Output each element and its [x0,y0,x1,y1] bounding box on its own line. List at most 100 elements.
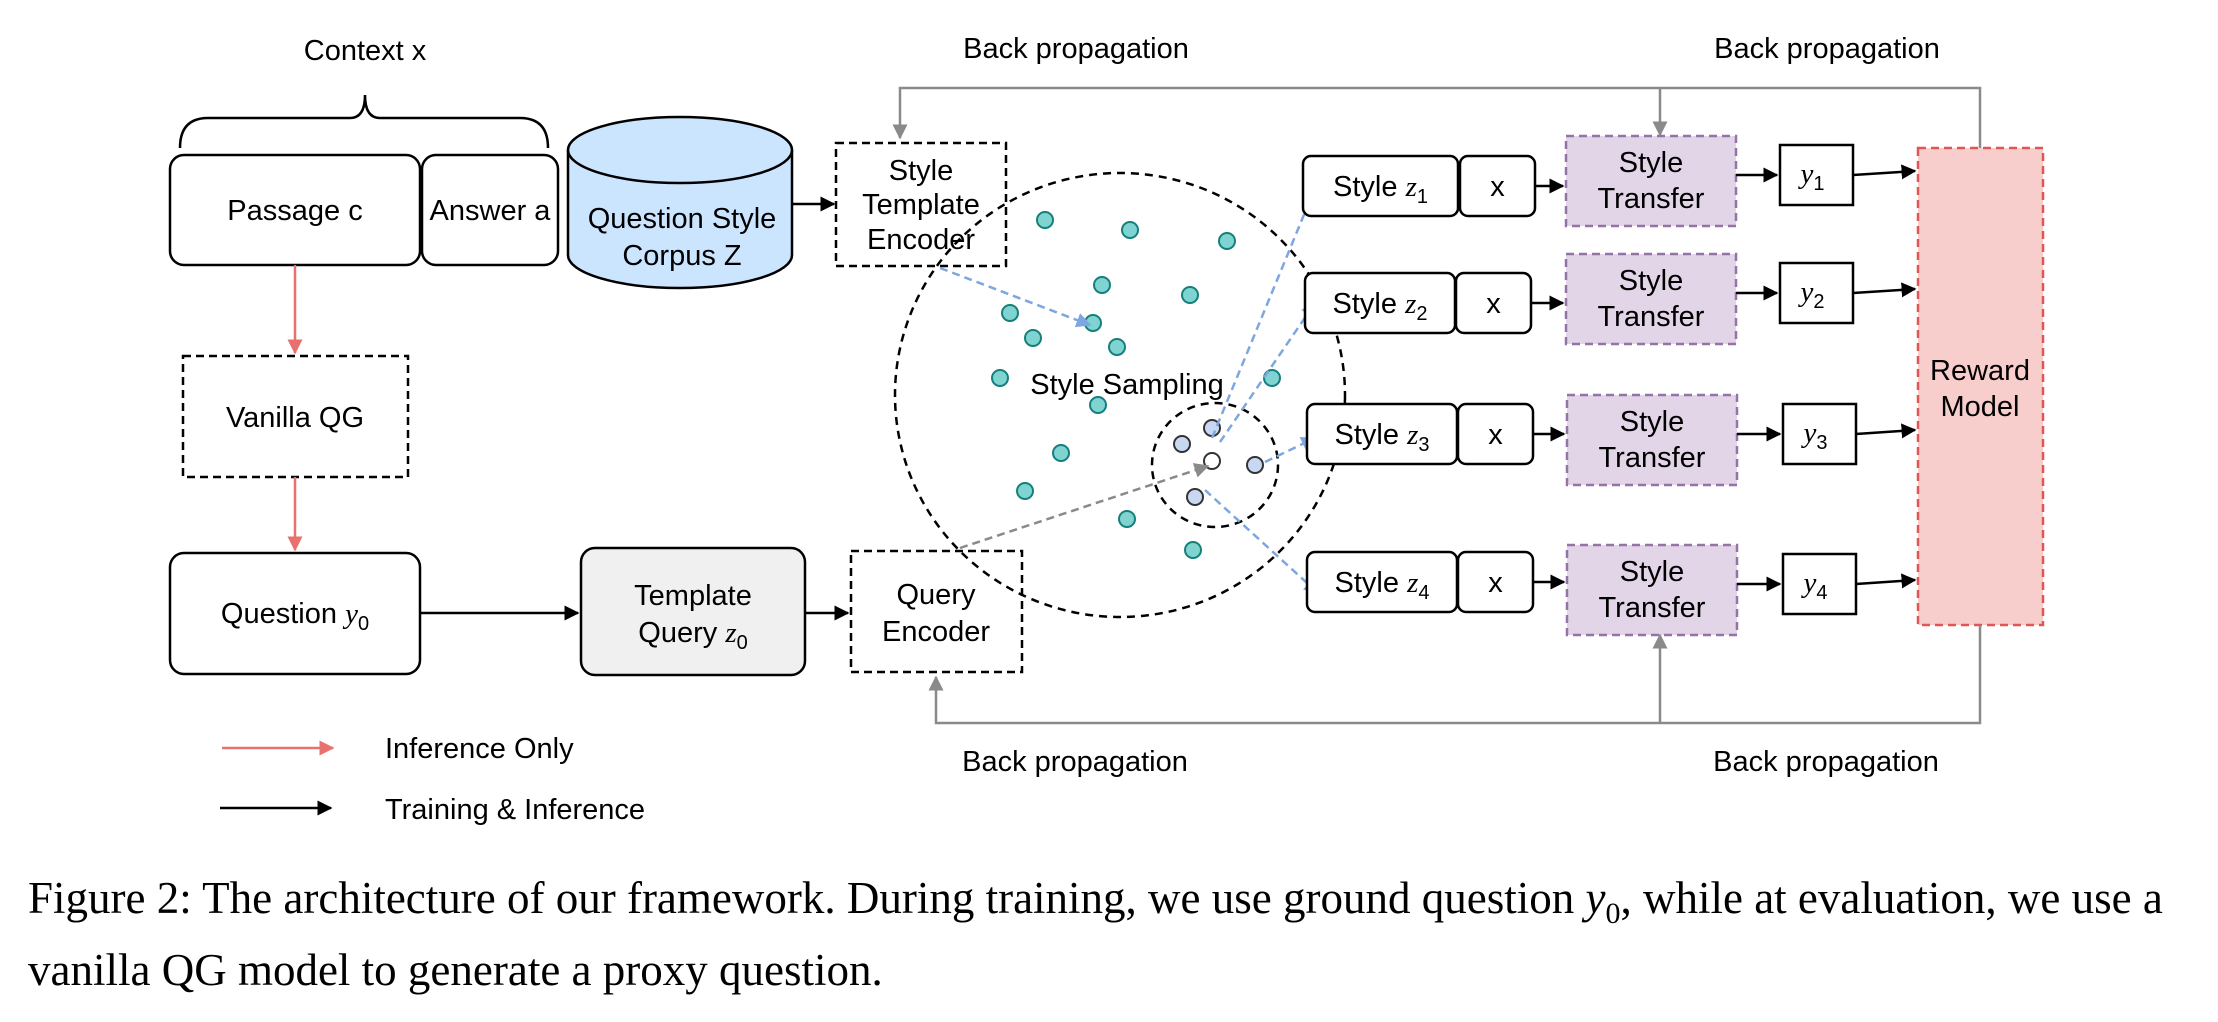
style-transfer-box [1565,393,1739,487]
reward-line1: Reward [1930,355,2030,387]
backprop-label-bottom-left: Back propagation [962,746,1188,778]
query-encoder-line2: Encoder [882,616,990,648]
style-dot [1001,304,1019,322]
style-z-label: Style z4 [1335,567,1430,604]
style-dot [1093,276,1111,294]
output-y-box [1781,552,1858,616]
passage-label: Passage c [227,195,362,227]
output-y-label: y3 [1801,417,1828,454]
style-encoder-line2: Template [862,189,980,221]
legend-training-label: Training & Inference [385,794,645,826]
context-x-label: x [1488,419,1503,451]
backprop-label-top-right: Back propagation [1714,33,1940,65]
output-y-label: y1 [1798,158,1825,195]
output-y-box [1778,261,1855,325]
sampling-neighborhood [1150,401,1280,529]
style-space-circle [893,171,1347,619]
style-transfer-line1: Style [1619,265,1683,297]
arrow-to-reward [1852,164,1917,180]
sampled-style-dot [1246,456,1264,474]
backprop-label-top-left: Back propagation [963,33,1189,65]
style-transfer-box [1564,134,1738,228]
style-transfer-line2: Transfer [1598,301,1705,333]
style-dot [1118,510,1136,528]
style-transfer-line2: Transfer [1599,592,1706,624]
caption-prefix: Figure 2: The architecture of our framew… [28,873,1586,923]
style-dot [991,369,1009,387]
template-query-box [579,546,807,677]
backprop-label-bottom-right: Back propagation [1713,746,1939,778]
arrow-sample-to-z2 [1218,301,1317,443]
style-transfer-line1: Style [1620,406,1684,438]
style-template-encoder [834,141,1008,268]
sampled-style-dot [1173,435,1191,453]
output-y-label: y4 [1801,567,1828,604]
style-dot [1089,396,1107,414]
figure-caption: Figure 2: The architecture of our framew… [28,870,2198,998]
style-transfer-line2: Transfer [1599,442,1706,474]
output-y-label: y2 [1798,276,1825,313]
style-dot [1036,211,1054,229]
corpus-line2: Corpus Z [622,240,741,272]
output-y-box [1781,402,1858,466]
style-z-label: Style z3 [1335,419,1430,456]
style-encoder-line1: Style [889,155,953,187]
style-dot [1024,329,1042,347]
backprop-top: Back propagation Back propagation [892,33,1982,148]
context-brace [178,94,550,149]
query-center-dot [1203,452,1221,470]
caption-sub: 0 [1605,897,1621,930]
question-text: Question y0 [221,598,369,635]
style-transfer-line1: Style [1619,147,1683,179]
style-dot [1181,286,1199,304]
style-z-label: Style z1 [1333,171,1428,208]
style-dot [1016,482,1034,500]
query-encoder-line1: Query [897,579,976,611]
style-transfer-box [1565,543,1739,637]
caption-var: y [1585,873,1606,923]
arrow-query-to-center [959,463,1210,550]
style-dot [1108,338,1126,356]
context-x-label: x [1488,567,1503,599]
reward-line2: Model [1941,391,2020,423]
style-dot [1218,232,1236,250]
legend: Inference Only Training & Inference [220,733,645,826]
style-dot [1121,221,1139,239]
style-z-label: Style z2 [1333,288,1428,325]
arrow-to-reward [1855,423,1917,439]
vanilla-qg-label: Vanilla QG [226,402,364,434]
context-label: Context x [304,35,427,67]
style-dot [1052,444,1070,462]
context-x-label: x [1490,171,1505,203]
style-transfer-line1: Style [1620,556,1684,588]
answer-label: Answer a [430,195,552,227]
answer-box [420,153,560,267]
template-query-line2: Query z0 [638,617,747,654]
context-x-label: x [1486,288,1501,320]
vanilla-qg-box [181,354,410,479]
backprop-bottom: Back propagation Back propagation [928,625,1982,778]
style-dot [1263,369,1281,387]
question-style-corpus: Question Style Corpus Z [566,115,794,290]
sampled-style-dot [1186,488,1204,506]
style-transfer-box [1564,252,1738,346]
style-z-box [1301,154,1460,218]
arrow-sample-to-z1 [1210,186,1317,439]
style-dots [991,211,1281,559]
legend-inference-label: Inference Only [385,733,574,765]
caption-suffix: , while at evaluation, we use a vanilla … [28,873,2163,995]
style-dot [1184,541,1202,559]
arrow-to-reward [1855,573,1917,589]
template-query-line1: Template [634,580,752,612]
query-encoder-box [849,549,1024,674]
style-sampling-label: Style Sampling [1030,369,1223,401]
style-transfer-line2: Transfer [1598,183,1705,215]
arrow-to-reward [1852,282,1917,298]
corpus-line1: Question Style [588,203,777,235]
